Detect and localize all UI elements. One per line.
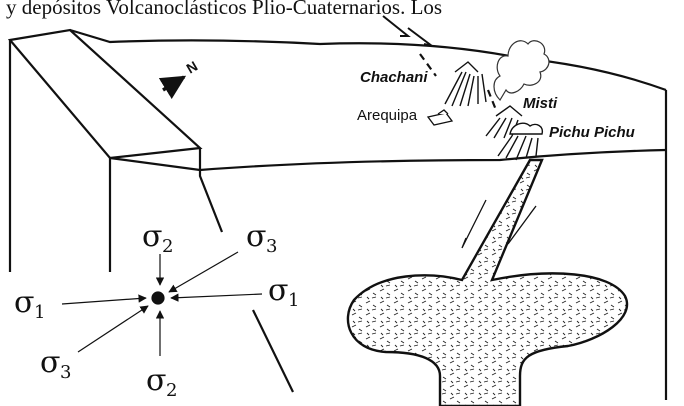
stress-point xyxy=(152,292,164,304)
arrow-sigma3-upper xyxy=(169,252,238,292)
sigma-symbol: σ xyxy=(146,363,166,398)
label-misti: Misti xyxy=(523,95,558,112)
surface-front-edge xyxy=(110,150,666,170)
arrow-sigma3-lower xyxy=(78,306,148,352)
stress-field xyxy=(62,252,262,356)
sigma1-right-label: σ 1 xyxy=(268,273,299,311)
label-chachani: Chachani xyxy=(360,69,428,86)
sigma-index: 3 xyxy=(60,362,71,383)
sigma3-lower-label: σ 3 xyxy=(40,345,71,383)
sigma-symbol: σ xyxy=(40,345,60,380)
fault-slab-top xyxy=(10,30,200,158)
label-arequipa: Arequipa xyxy=(357,107,418,124)
sigma-index: 1 xyxy=(34,302,45,323)
arrow-sigma1-left xyxy=(62,298,146,304)
north-arrow: N xyxy=(163,58,200,90)
label-pichu-pichu: Pichu Pichu xyxy=(549,124,635,141)
header-text: y depósitos Volcanoclásticos Plio-Cuater… xyxy=(6,0,442,19)
volcano-chachani xyxy=(445,62,486,106)
sigma-index: 3 xyxy=(266,236,277,257)
sigma-index: 2 xyxy=(166,380,177,401)
arrow-sigma1-right xyxy=(171,294,262,298)
fault-trace-lower xyxy=(253,310,293,392)
strike-slip-arrows xyxy=(383,16,432,46)
sigma2-bottom-label: σ 2 xyxy=(146,363,177,401)
fault-trace xyxy=(200,148,222,232)
sigma3-upper-label: σ 3 xyxy=(246,219,277,257)
sigma-index: 2 xyxy=(162,236,173,257)
volcano-pichu-pichu xyxy=(498,123,542,160)
sigma2-top-label: σ 2 xyxy=(142,219,173,257)
north-label: N xyxy=(184,58,201,77)
sigma-symbol: σ xyxy=(142,219,162,254)
sigma-index: 1 xyxy=(288,290,299,311)
eruption-plume xyxy=(494,41,549,100)
sigma-symbol: σ xyxy=(268,273,288,308)
arequipa-city-icon xyxy=(428,110,452,125)
sigma1-left-label: σ 1 xyxy=(14,285,45,323)
dashed-lineament xyxy=(420,54,496,110)
sigma-symbol: σ xyxy=(246,219,266,254)
magma-chamber xyxy=(348,160,627,406)
sigma-symbol: σ xyxy=(14,285,34,320)
